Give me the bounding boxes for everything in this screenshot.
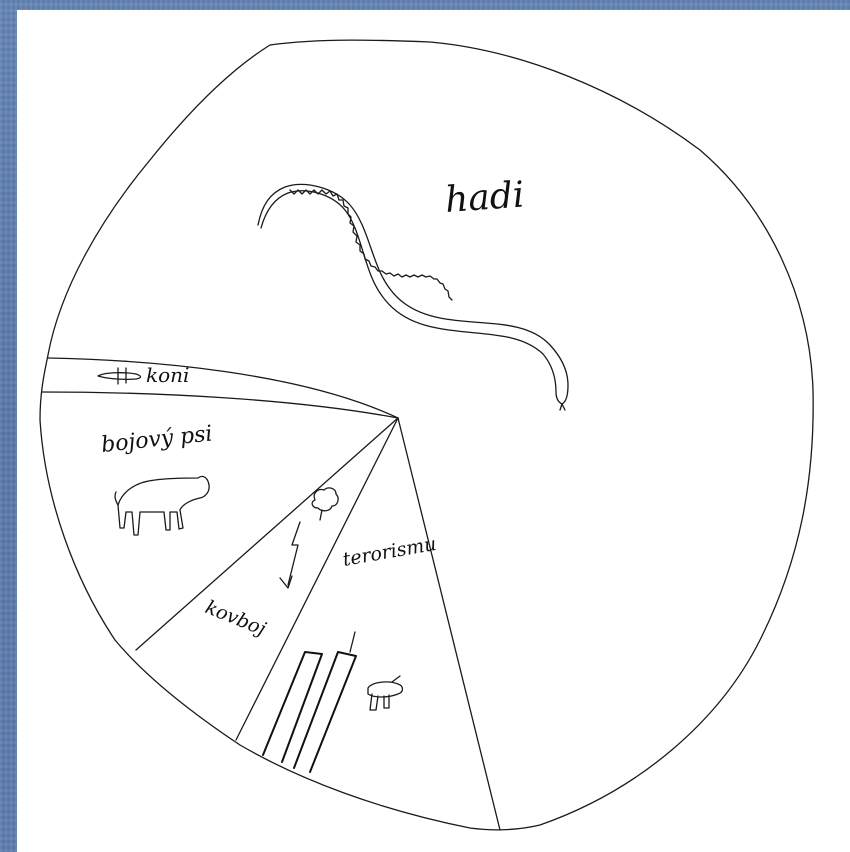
- dog-drawing: [115, 476, 209, 535]
- label-cowboys: kovboj: [202, 596, 269, 640]
- horse-drawing: [98, 368, 141, 384]
- label-terrorism: terorismu: [341, 533, 438, 571]
- divider-middle: [236, 418, 398, 740]
- label-fighting-dogs: bojový psi: [100, 421, 214, 458]
- label-snakes: hadi: [444, 175, 526, 221]
- divider-left-dogs: [136, 418, 398, 650]
- label-horses: koni: [146, 363, 189, 387]
- divider-bottom-horses: [42, 392, 398, 418]
- snake-drawing: [258, 184, 568, 410]
- divider-right-terror: [398, 418, 500, 830]
- airplane-drawing: [368, 676, 403, 710]
- twin-towers-drawing: [263, 632, 356, 772]
- lightning-arrow-drawing: [280, 488, 338, 588]
